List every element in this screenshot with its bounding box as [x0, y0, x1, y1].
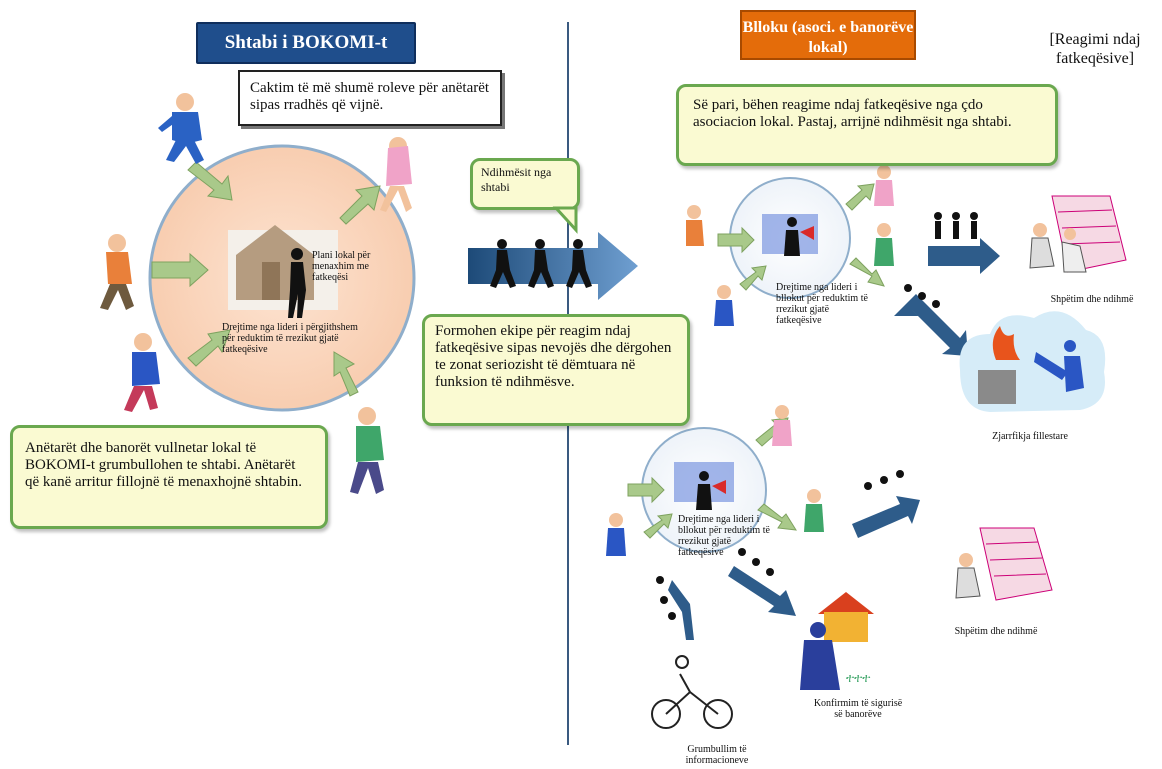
- confirm-label: Konfirmim të sigurisë së banorëve: [810, 698, 906, 720]
- corner-label-text: [Reagimi ndaj fatkeqësive]: [1049, 31, 1141, 67]
- block-leader-label-2: Drejtime nga lideri i bllokut për redukt…: [678, 514, 778, 558]
- teams-box-text: Formohen ekipe për reagim ndaj fatkeqësi…: [435, 323, 672, 390]
- runner-woman-icon: [124, 333, 160, 412]
- rescue-label-2-text: Shpëtim dhe ndihmë: [954, 626, 1038, 637]
- right-header-text: Blloku (asoci. e banorëve lokal): [742, 19, 914, 56]
- block1-figures: [686, 165, 894, 326]
- rescue-label-2: Shpëtim dhe ndihmë: [926, 626, 1066, 637]
- runner-elder-icon: [350, 407, 384, 494]
- block-leader-icon-2: [674, 462, 734, 510]
- first-response-box: Së pari, bëhen reagime ndaj fatkeqësive …: [676, 84, 1058, 166]
- left-header: Shtabi i BOKOMI-t: [196, 22, 416, 64]
- info-label: Grumbullim të informacioneve: [672, 744, 762, 766]
- planner-icon: [288, 248, 306, 318]
- rescue-label-1-text: Shpëtim dhe ndihmë: [1050, 294, 1134, 305]
- block1-inflow-arrows: [717, 183, 885, 291]
- fire-label-text: Zjarrfikja fillestare: [992, 431, 1068, 442]
- roles-box-text: Caktim të më shumë roleve për anëtarët s…: [250, 80, 490, 113]
- left-inflow-arrows: [151, 161, 381, 397]
- rescue-illustration-1: [1029, 195, 1127, 273]
- helpers-arrow: [468, 232, 638, 300]
- roles-box: Caktim të më shumë roleve për anëtarët s…: [238, 70, 502, 126]
- plan-label: Plani lokal për menaxhim me fatkeqësi: [312, 250, 382, 283]
- block-leader-label-2-text: Drejtime nga lideri i bllokut për redukt…: [678, 514, 770, 558]
- team-arrows-2: [656, 470, 920, 640]
- first-response-box-text: Së pari, bëhen reagime ndaj fatkeqësive …: [693, 97, 1012, 130]
- runner-pink-icon: [380, 137, 412, 212]
- block-leader-icon-1: [762, 214, 818, 256]
- fire-fighting-illustration: [959, 311, 1106, 412]
- block-leader-label-1: Drejtime nga lideri i bllokut për redukt…: [776, 282, 876, 326]
- leader-label: Drejtime nga lideri i përgjithshem për r…: [222, 322, 362, 355]
- info-cyclist-illustration: [651, 655, 733, 729]
- plan-label-text: Plani lokal për menaxhim me fatkeqësi: [312, 250, 371, 283]
- teams-box: Formohen ekipe për reagim ndaj fatkeqësi…: [422, 314, 690, 426]
- helpers-bubble-text: Ndihmësit nga shtabi: [481, 165, 552, 194]
- left-header-text: Shtabi i BOKOMI-t: [224, 32, 388, 53]
- safety-confirmation-illustration: ተተተ: [800, 592, 874, 690]
- block2-figures: [606, 405, 824, 556]
- helpers-bubble: Ndihmësit nga shtabi: [470, 158, 580, 210]
- gather-box-text: Anëtarët dhe banorët vullnetar lokal të …: [25, 440, 302, 490]
- corner-label: [Reagimi ndaj fatkeqësive]: [1030, 30, 1160, 68]
- confirm-label-text: Konfirmim të sigurisë së banorëve: [813, 698, 903, 720]
- svg-text:ተተተ: ተተተ: [846, 671, 870, 685]
- block-leader-label-1-text: Drejtime nga lideri i bllokut për redukt…: [776, 282, 868, 326]
- runner-orange-icon: [100, 234, 134, 310]
- info-label-text: Grumbullim të informacioneve: [685, 744, 749, 766]
- right-header: Blloku (asoci. e banorëve lokal): [740, 10, 916, 60]
- fire-label: Zjarrfikja fillestare: [960, 431, 1100, 442]
- team-arrows-1: [894, 212, 1000, 356]
- rescue-illustration-2: [955, 527, 1053, 601]
- runner-blue-icon: [158, 93, 204, 164]
- leader-label-text: Drejtime nga lideri i përgjithshem për r…: [222, 322, 358, 355]
- rescue-label-1: Shpëtim dhe ndihmë: [1030, 294, 1154, 305]
- gather-box: Anëtarët dhe banorët vullnetar lokal të …: [10, 425, 328, 529]
